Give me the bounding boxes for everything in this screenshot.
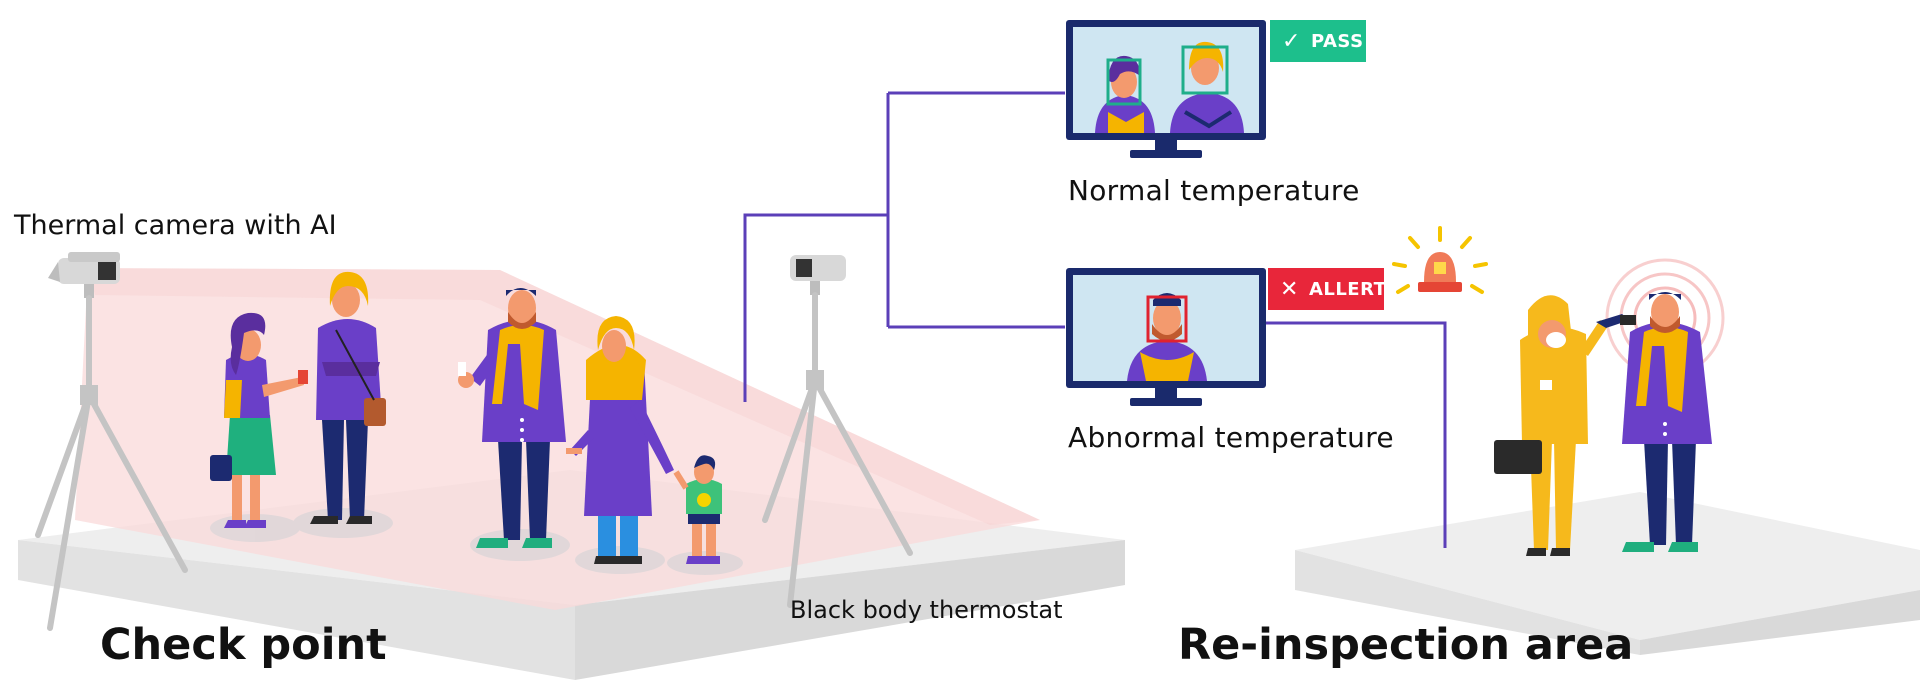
- reinspection-platform: [1295, 492, 1920, 655]
- monitor-normal: [1066, 20, 1266, 158]
- alarm-light-icon: [1392, 226, 1488, 294]
- person-hazmat-inspector: [1494, 295, 1636, 556]
- thermal-camera-left: [48, 252, 120, 298]
- alert-badge: ✕ ALLERT: [1268, 268, 1387, 310]
- pass-badge-label: PASS: [1310, 30, 1364, 52]
- x-icon: ✕: [1280, 276, 1299, 302]
- check-icon: ✓: [1282, 28, 1301, 54]
- person-woman-hijab: [566, 316, 674, 564]
- alert-badge-label: ALLERT: [1308, 278, 1387, 300]
- tripod-middle: [762, 292, 913, 608]
- black-body-label: Black body thermostat: [790, 596, 1063, 624]
- person-man-scarf: [458, 288, 566, 548]
- abnormal-temperature-label: Abnormal temperature: [1068, 421, 1394, 454]
- check-point-title: Check point: [100, 620, 387, 670]
- person-suspect: [1622, 292, 1712, 552]
- reinspection-area-title: Re-inspection area: [1178, 620, 1634, 670]
- thermal-camera-label: Thermal camera with AI: [14, 210, 337, 241]
- detect-box-2: [1181, 45, 1229, 95]
- person-girl: [210, 312, 308, 528]
- person-child: [673, 455, 722, 564]
- person-woman-blonde: [310, 271, 386, 524]
- black-body-device: [790, 255, 846, 295]
- normal-temperature-label: Normal temperature: [1068, 174, 1360, 207]
- pass-badge: ✓ PASS: [1270, 20, 1366, 62]
- tripod-left: [35, 295, 188, 631]
- detect-box-1: [1106, 58, 1142, 106]
- detect-box-abnormal: [1146, 295, 1188, 343]
- monitor-abnormal: [1066, 268, 1266, 406]
- connector-lines: [743, 91, 1447, 548]
